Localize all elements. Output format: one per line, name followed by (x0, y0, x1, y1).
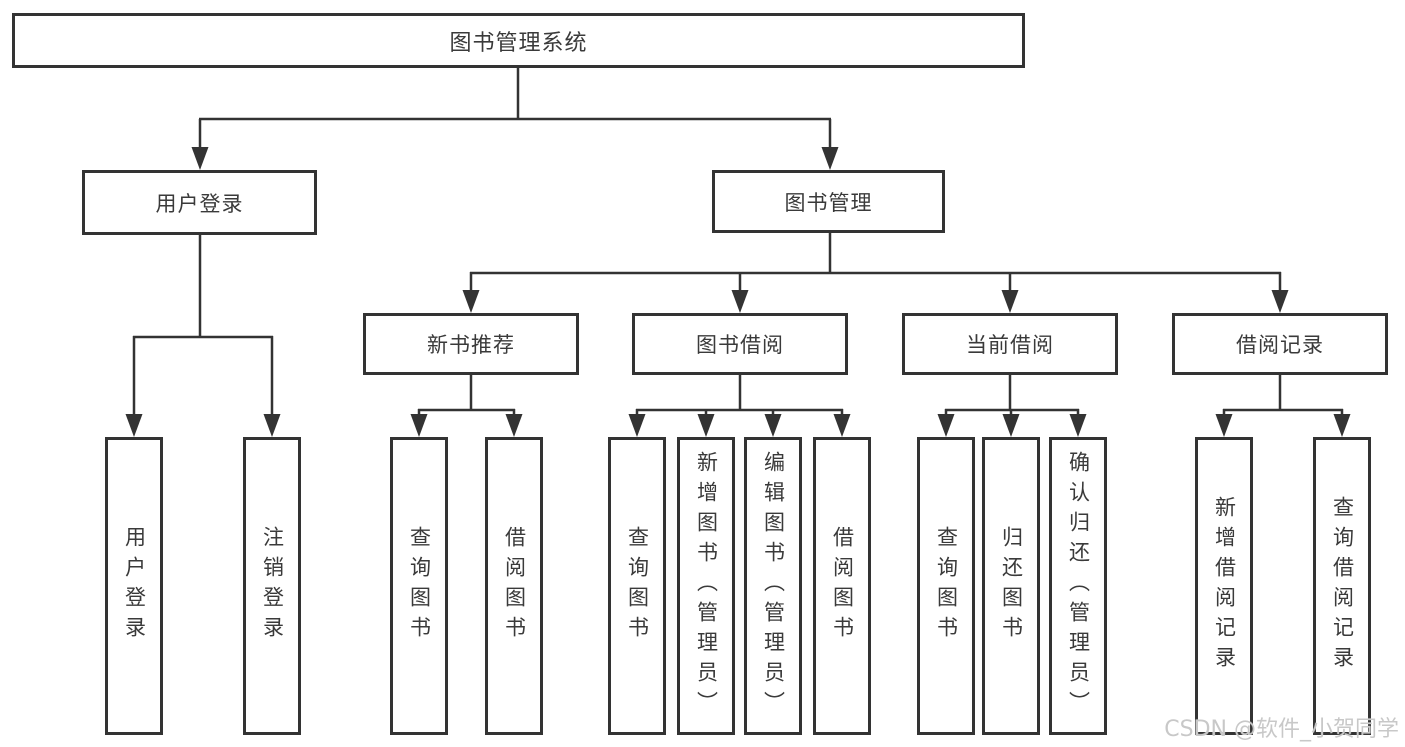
arrow-down-icon (263, 414, 281, 437)
arrow-down-icon (628, 414, 646, 437)
node-label: 借阅记录 (1236, 333, 1324, 357)
arrow-down-icon (1001, 290, 1019, 313)
arrow-down-icon (410, 414, 428, 437)
node-label: 图书管理系统 (449, 30, 588, 56)
arrow-down-icon (731, 290, 749, 313)
leaf-user-login: 用户登录 (105, 437, 163, 735)
leaf-add-book-admin: 新增图书（管理员） (677, 437, 735, 735)
arrow-down-icon (505, 414, 523, 437)
arrow-down-icon (1333, 414, 1351, 437)
arrow-down-icon (937, 414, 955, 437)
leaf-logout: 注销登录 (243, 437, 301, 735)
node-book-borrow: 图书借阅 (632, 313, 848, 375)
arrow-down-icon (1215, 414, 1233, 437)
arrow-down-icon (697, 414, 715, 437)
leaf-borrow-books-1: 借阅图书 (485, 437, 543, 735)
node-label: 借阅图书 (502, 526, 527, 646)
leaf-query-borrow-record: 查询借阅记录 (1313, 437, 1371, 735)
node-label: 编辑图书（管理员） (761, 451, 786, 721)
node-label: 确认归还（管理员） (1066, 451, 1091, 721)
node-label: 新增图书（管理员） (694, 451, 719, 721)
leaf-query-books-1: 查询图书 (390, 437, 448, 735)
node-label: 当前借阅 (966, 333, 1054, 357)
leaf-return-book: 归还图书 (982, 437, 1040, 735)
node-current-borrow: 当前借阅 (902, 313, 1118, 375)
node-label: 查询图书 (934, 526, 959, 646)
node-label: 新增借阅记录 (1212, 496, 1237, 676)
node-user-login-branch: 用户登录 (82, 170, 317, 235)
node-label: 图书管理 (784, 190, 873, 215)
arrow-down-icon (821, 147, 839, 170)
node-new-book-recommend: 新书推荐 (363, 313, 579, 375)
node-book-management: 图书管理 (712, 170, 945, 233)
arrow-down-icon (191, 147, 209, 170)
leaf-confirm-return-admin: 确认归还（管理员） (1049, 437, 1107, 735)
node-label: 借阅图书 (830, 526, 855, 646)
leaf-borrow-books-2: 借阅图书 (813, 437, 871, 735)
node-borrow-records: 借阅记录 (1172, 313, 1388, 375)
node-label: 查询图书 (407, 526, 432, 646)
arrow-down-icon (1271, 290, 1289, 313)
leaf-edit-book-admin: 编辑图书（管理员） (744, 437, 802, 735)
node-label: 查询借阅记录 (1330, 496, 1355, 676)
node-label: 归还图书 (999, 526, 1024, 646)
node-label: 注销登录 (260, 526, 285, 646)
arrow-down-icon (833, 414, 851, 437)
arrow-down-icon (462, 290, 480, 313)
arrow-down-icon (1069, 414, 1087, 437)
node-system-root: 图书管理系统 (12, 13, 1025, 68)
arrow-down-icon (125, 414, 143, 437)
node-label: 查询图书 (625, 526, 650, 646)
node-label: 用户登录 (122, 526, 147, 646)
leaf-query-books-2: 查询图书 (608, 437, 666, 735)
leaf-query-books-3: 查询图书 (917, 437, 975, 735)
node-label: 用户登录 (155, 191, 244, 216)
leaf-add-borrow-record: 新增借阅记录 (1195, 437, 1253, 735)
node-label: 图书借阅 (696, 333, 784, 357)
arrow-down-icon (1002, 414, 1020, 437)
node-label: 新书推荐 (427, 333, 515, 357)
arrow-down-icon (764, 414, 782, 437)
csdn-watermark: CSDN @软件_小贺同学 (1164, 717, 1399, 742)
